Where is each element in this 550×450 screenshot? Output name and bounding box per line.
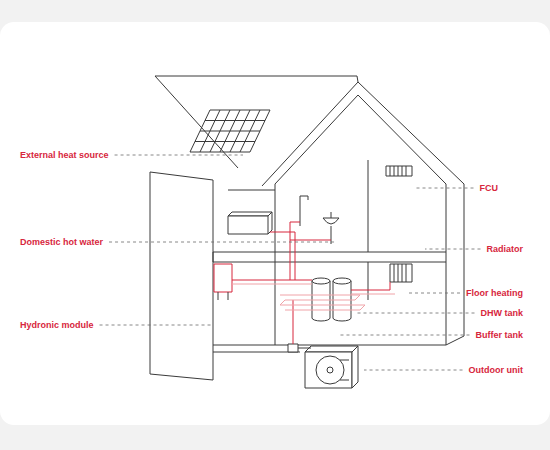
leader-line: [408, 293, 460, 294]
part-label: Outdoor unit: [469, 365, 523, 375]
part-label: Floor heating: [466, 288, 523, 298]
part-label: Buffer tank: [475, 330, 523, 340]
part-label: Hydronic module: [20, 320, 94, 330]
part-label: Radiator: [486, 244, 523, 254]
leader-line: [109, 242, 335, 243]
leader-line: [355, 313, 475, 314]
leader-line: [100, 325, 211, 326]
leader-line: [415, 188, 474, 189]
leader-line: [425, 249, 480, 250]
part-label: FCU: [480, 183, 499, 193]
leader-line: [338, 335, 469, 336]
part-label: Domestic hot water: [20, 237, 103, 247]
part-label: External heat source: [20, 150, 109, 160]
part-label: DHW tank: [481, 308, 524, 318]
leader-line: [364, 370, 463, 371]
leader-line: [115, 155, 243, 156]
